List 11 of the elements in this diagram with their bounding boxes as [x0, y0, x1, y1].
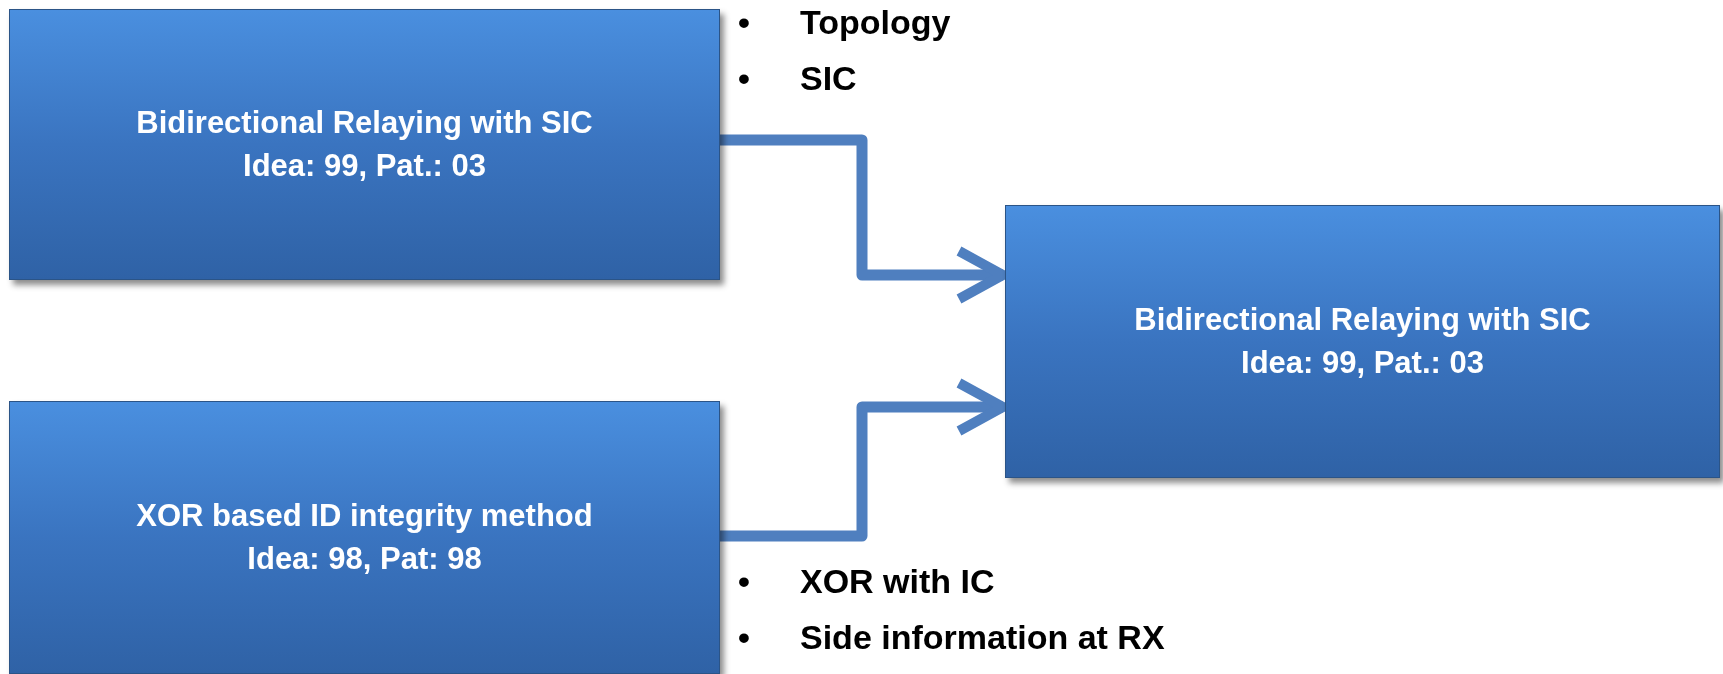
bullet-mark: • [738, 561, 750, 602]
bullet-mark: • [738, 617, 750, 658]
bullet-text: XOR with IC [800, 561, 995, 602]
bullet-text: SIC [800, 58, 857, 99]
process-box: Bidirectional Relaying with SIC Idea: 99, Pat.: 03 [9, 9, 720, 280]
bullet-mark: • [738, 2, 750, 43]
bullet-mark: • [738, 58, 750, 99]
process-box: XOR based ID integrity method Idea: 98, Pat: 98 [9, 401, 720, 674]
process-box: Bidirectional Relaying with SIC Idea: 99, Pat.: 03 [1005, 205, 1720, 478]
bullet-text: Topology [800, 2, 951, 43]
bullet-text: Side information at RX [800, 617, 1165, 658]
